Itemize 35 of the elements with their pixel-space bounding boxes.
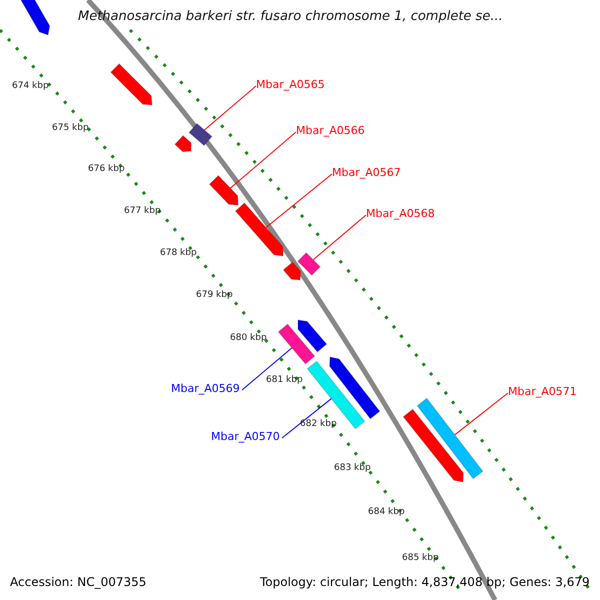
gene-feature [278, 323, 316, 365]
leader-line [242, 347, 292, 390]
gene-label: Mbar_A0566 [296, 125, 365, 136]
gene-feature [234, 202, 284, 257]
tick-label: 684 kbp [368, 508, 405, 517]
tick-label: 679 kbp [196, 291, 233, 300]
tick-label: 682 kbp [300, 420, 337, 429]
tick-label: 677 kbp [124, 207, 161, 216]
tick-label: 675 kbp [52, 124, 89, 133]
leader-line [282, 398, 332, 438]
info-text: Accession: NC_007355 [10, 576, 146, 588]
info-text: Topology: circular; Length: 4,837,408 bp; Genes: 3,679 [260, 576, 590, 588]
tick-label: 685 kbp [402, 554, 439, 563]
gene-feature [188, 122, 213, 146]
gene-feature [297, 252, 321, 276]
leader-line [204, 86, 256, 130]
tick-label: 676 kbp [88, 165, 125, 174]
tick-label: 674 kbp [12, 82, 49, 91]
gene-label: Mbar_A0568 [366, 208, 435, 219]
gene-label: Mbar_A0570 [211, 431, 280, 442]
leader-line [312, 214, 366, 260]
leader-line [230, 132, 296, 189]
gene-feature [416, 398, 484, 480]
gene-label: Mbar_A0569 [171, 383, 240, 394]
gene-feature [402, 408, 464, 483]
leader-line [454, 392, 508, 436]
gene-label: Mbar_A0571 [508, 386, 577, 397]
leader-line [266, 174, 332, 228]
tick-label: 678 kbp [160, 249, 197, 258]
tick-label: 683 kbp [334, 464, 371, 473]
gene-label: Mbar_A0565 [256, 79, 325, 90]
map-title: Methanosarcina barkeri str. fusaro chromosome 1, complete se... [78, 10, 503, 23]
tick-label: 680 kbp [230, 334, 267, 343]
tick-label: 681 kbp [266, 376, 303, 385]
gene-label: Mbar_A0567 [332, 167, 401, 178]
